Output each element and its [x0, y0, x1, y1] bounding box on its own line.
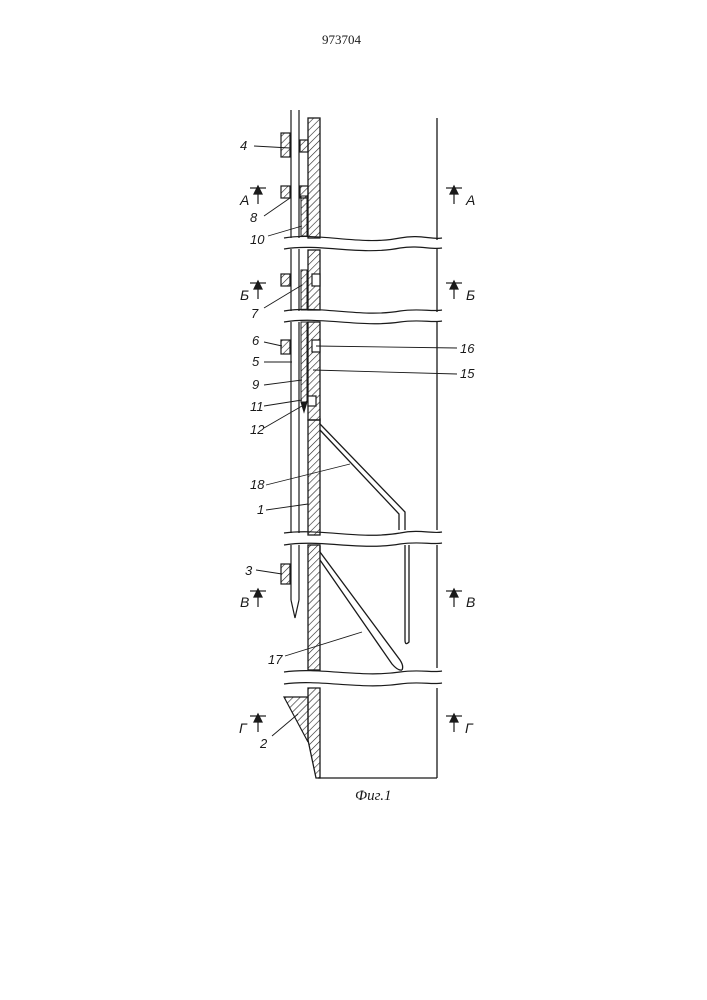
- label-18: 18: [250, 477, 265, 492]
- section-b-right: Б: [466, 287, 475, 303]
- label-4: 4: [240, 138, 247, 153]
- section-markers: [250, 186, 462, 732]
- label-3: 3: [245, 563, 253, 578]
- section-b-left: Б: [240, 287, 249, 303]
- label-11: 11: [250, 399, 264, 414]
- label-6: 6: [252, 333, 260, 348]
- casing-wall: [308, 118, 320, 778]
- label-15: 15: [460, 366, 475, 381]
- section-g-left: Г: [239, 720, 248, 736]
- label-17: 17: [268, 652, 283, 667]
- leader-lines: [254, 146, 457, 736]
- label-5: 5: [252, 354, 260, 369]
- label-12: 12: [250, 422, 265, 437]
- section-v-left: В: [240, 594, 249, 610]
- label-8: 8: [250, 210, 258, 225]
- section-v-right: В: [466, 594, 475, 610]
- housing-outline: [318, 118, 437, 778]
- guide-rod: [291, 110, 299, 618]
- section-a-right: А: [465, 192, 475, 208]
- patent-number: 973704: [322, 32, 362, 47]
- figure-caption: Фиг.1: [355, 788, 391, 804]
- label-16: 16: [460, 341, 475, 356]
- label-10: 10: [250, 232, 265, 247]
- section-g-right: Г: [465, 720, 474, 736]
- section-a-left: А: [239, 192, 249, 208]
- label-9: 9: [252, 377, 259, 392]
- label-1: 1: [257, 502, 264, 517]
- label-7: 7: [251, 306, 259, 321]
- label-2: 2: [259, 736, 268, 751]
